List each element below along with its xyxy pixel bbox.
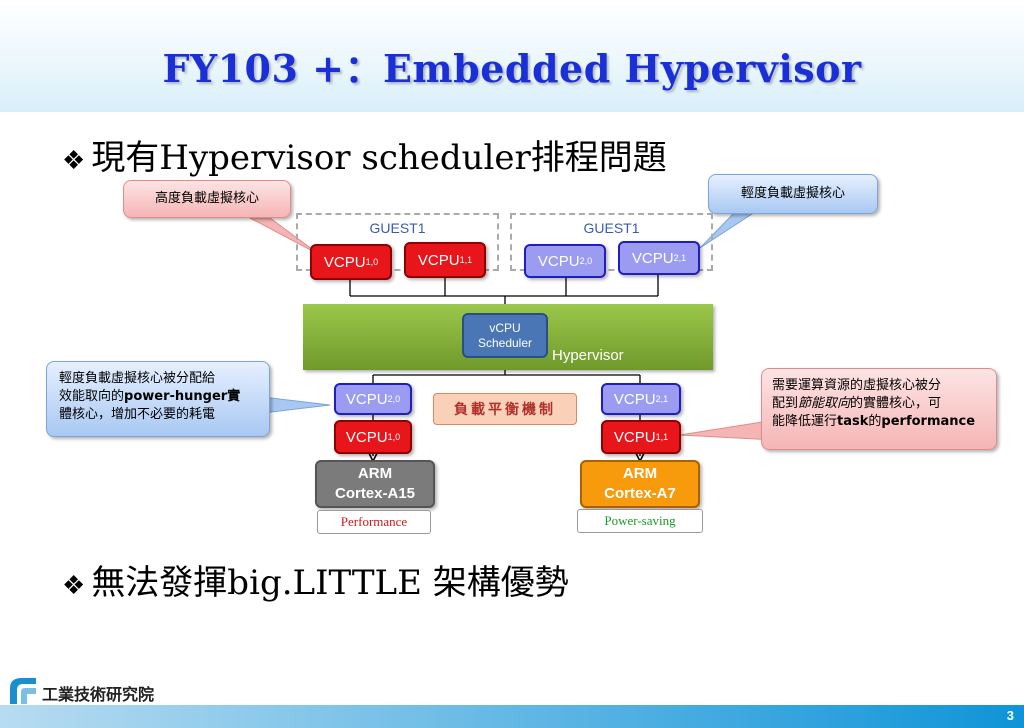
left-note-line-1: 輕度負載虛擬核心被分配給 — [59, 371, 216, 386]
performance-tag: Performance — [317, 510, 431, 534]
a15-line-1: ARM — [357, 465, 393, 482]
vcpu-label: VCPU — [417, 251, 460, 269]
bullet-1: ❖現有Hypervisor scheduler排程問題 — [62, 130, 667, 179]
vcpu-label: VCPU — [613, 428, 656, 446]
left-note-callout: 輕度負載虛擬核心被分配給 效能取向的power-hunger實 體核心，增加不必… — [46, 361, 270, 437]
load-balancer-box: 負載平衡機制 — [433, 393, 577, 425]
hypervisor-label: Hypervisor — [552, 347, 624, 364]
high-load-callout: 高度負載虛擬核心 — [123, 180, 291, 218]
light-load-callout: 輕度負載虛擬核心 — [708, 174, 878, 214]
vcpu-label: VCPU — [631, 249, 674, 267]
bullet-diamond-icon: ❖ — [62, 571, 86, 601]
a7-line-1: ARM — [622, 465, 658, 482]
scheduler-line-1: vCPU — [489, 320, 521, 335]
guest-2-label: GUEST1 — [583, 220, 640, 236]
slide-title: FY103 +：Embedded Hypervisor — [162, 46, 862, 91]
arm-cortex-a7-core: ARM Cortex-A7 — [580, 460, 700, 508]
vcpu-index: 2,1 — [673, 253, 687, 263]
right-note-line-3-pre: 能降低運行 — [772, 414, 838, 429]
vcpu-index: 1,1 — [655, 432, 669, 442]
vcpu-index: 1,0 — [387, 432, 401, 442]
vcpu-index: 1,1 — [459, 255, 473, 265]
high-load-callout-tail — [249, 217, 321, 256]
itri-logo-icon — [10, 678, 36, 704]
header-band — [0, 0, 1024, 112]
vcpu-label: VCPU — [345, 390, 388, 408]
vcpu-index: 2,0 — [579, 256, 593, 266]
vcpu-index: 2,0 — [387, 394, 401, 404]
right-note-line-3-mid: 的 — [868, 414, 882, 429]
right-note-line-2: 配到節能取向的實體核心，可 — [772, 395, 986, 413]
organization-name: 工業技術研究院 — [42, 685, 155, 704]
arm-cortex-a15-core: ARM Cortex-A15 — [315, 460, 435, 508]
bullet-1-text: 現有Hypervisor scheduler排程問題 — [91, 138, 667, 178]
guest-1-label: GUEST1 — [369, 220, 426, 236]
right-note-performance: performance — [881, 414, 976, 429]
bullet-diamond-icon: ❖ — [62, 146, 86, 176]
guest-1-group: GUEST1 — [296, 213, 499, 271]
page-number: 3 — [1006, 708, 1014, 723]
left-note-line-2: 效能取向的power-hunger實 — [59, 388, 257, 406]
right-note-callout: 需要運算資源的虛擬核心被分 配到節能取向的實體核心，可 能降低運行task的pe… — [761, 368, 997, 450]
left-note-line-2-tail: 實 — [227, 389, 241, 404]
left-note-line-2-text: 效能取向的 — [59, 389, 125, 404]
right-note-line-3: 能降低運行task的performance — [772, 413, 986, 431]
vcpu-label: VCPU — [323, 253, 366, 271]
a15-line-2: Cortex-A15 — [334, 485, 416, 502]
vcpu-index: 2,1 — [655, 394, 669, 404]
right-note-line-2-pre: 配到 — [772, 396, 799, 411]
vcpu-index: 1,0 — [365, 257, 379, 267]
power-saving-tag: Power-saving — [577, 509, 703, 533]
right-note-emphasis: 節能取向 — [798, 396, 851, 411]
vcpu-scheduler: vCPU Scheduler — [462, 313, 548, 358]
bullet-2-text: 無法發揮big.LITTLE 架構優勢 — [91, 563, 569, 603]
vcpu-label: VCPU — [613, 390, 656, 408]
right-note-line-1: 需要運算資源的虛擬核心被分 — [772, 378, 942, 393]
bullet-2: ❖無法發揮big.LITTLE 架構優勢 — [62, 555, 569, 604]
scheduler-line-2: Scheduler — [477, 335, 533, 350]
guest-2-group: GUEST1 — [510, 213, 713, 271]
footer-bar — [0, 705, 1024, 728]
right-note-line-2-post: 的實體核心，可 — [850, 396, 942, 411]
vcpu-label: VCPU — [537, 252, 580, 270]
vcpu-to-scheduler-lines — [349, 275, 659, 456]
a7-line-2: Cortex-A7 — [604, 485, 676, 502]
vcpu-label: VCPU — [345, 428, 388, 446]
right-note-task: task — [837, 414, 869, 429]
left-note-line-3: 體核心，增加不必要的耗電 — [59, 407, 216, 422]
left-note-power-hunger: power-hunger — [124, 389, 228, 404]
